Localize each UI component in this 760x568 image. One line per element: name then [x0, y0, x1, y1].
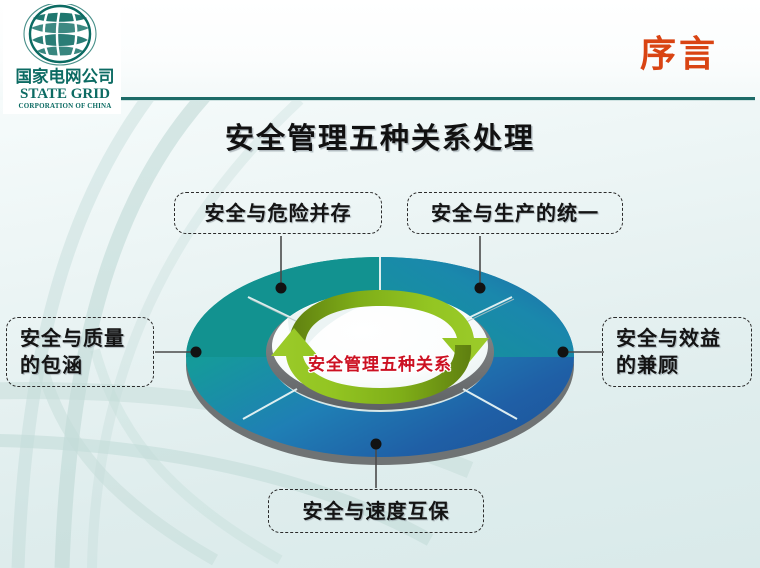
callout-safety-and-benefit[interactable]: 安全与效益 的兼顾: [602, 317, 752, 387]
ring-top-surface: [186, 257, 574, 457]
section-kicker: 序言: [639, 34, 718, 75]
page-title: 安全管理五种关系处理: [224, 121, 535, 155]
node-dot-bottom: [370, 438, 382, 450]
node-dot-top-right: [474, 282, 486, 294]
node-dot-right: [557, 346, 569, 358]
connector-node-dots: [190, 282, 569, 450]
callout-safety-and-quality[interactable]: 安全与质量 的包涵: [6, 317, 154, 387]
callout-safety-and-danger[interactable]: 安全与危险并存: [174, 192, 382, 234]
ring-segment-dividers: [242, 257, 518, 420]
logo-name-en-sub: CORPORATION OF CHINA: [18, 102, 112, 110]
callout-safety-and-speed[interactable]: 安全与速度互保: [268, 489, 484, 533]
logo-name-en: STATE GRID: [20, 86, 110, 102]
callout-safety-and-production[interactable]: 安全与生产的统一: [407, 192, 623, 234]
logo-name-cn: 国家电网公司: [15, 67, 115, 86]
node-dot-left: [190, 346, 202, 358]
state-grid-globe-icon: [23, 4, 97, 66]
node-dot-top-left: [275, 282, 287, 294]
connector-lines: [155, 236, 604, 488]
ring-segment-divider-shadows: [249, 298, 515, 325]
header-band: [0, 0, 760, 100]
cycle-center-label: 安全管理五种关系: [308, 355, 452, 375]
brand-logo: 国家电网公司 STATE GRID CORPORATION OF CHINA: [3, 2, 121, 114]
cycle-arrow-bottom: [271, 328, 472, 404]
header-divider-rule: [120, 97, 755, 100]
cycle-arrow-top: [288, 290, 489, 366]
